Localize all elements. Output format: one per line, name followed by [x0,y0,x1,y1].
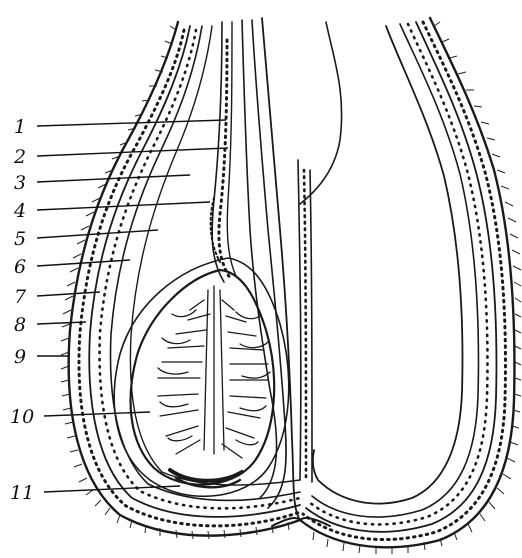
callout-number: 11 [10,482,34,504]
callout-number: 3 [14,172,26,194]
leader-line-6 [37,260,130,266]
right-sac [300,18,521,554]
callout-number: 4 [13,200,26,222]
left-sac [61,18,300,539]
callout-number: 8 [14,314,26,336]
callout-number: 9 [14,346,26,368]
leader-line-8 [37,322,86,324]
leader-line-4 [37,202,210,210]
right-skin-outer [300,18,514,547]
callout-number: 7 [14,286,27,308]
cord-tube-right-c [262,18,300,520]
leader-line-5 [37,230,158,238]
callout-number: 1 [14,116,26,138]
callout-number: 6 [14,256,26,278]
left-fascia-dots [79,30,300,526]
leader-line-10 [44,412,150,416]
scrotal-septum [298,160,312,482]
right-fascia-dots-2 [309,24,487,524]
callout-number: 2 [13,146,26,168]
leader-line-1 [37,120,226,126]
right-cord-line [300,22,342,204]
left-skin-outer [69,22,300,536]
cord-tube-outer-left [212,22,224,282]
cord-tube-inner-left [227,22,236,276]
testis-outline [131,270,275,485]
leader-lines [37,120,228,492]
callout-number: 5 [14,228,26,250]
callout-numbers: 1 2 3 4 5 6 7 8 9 10 11 [10,116,34,504]
callout-number: 10 [10,406,34,428]
right-layer-3 [312,24,478,517]
leader-line-7 [37,292,100,296]
leader-line-3 [37,175,190,182]
testis-lobules [158,286,270,458]
